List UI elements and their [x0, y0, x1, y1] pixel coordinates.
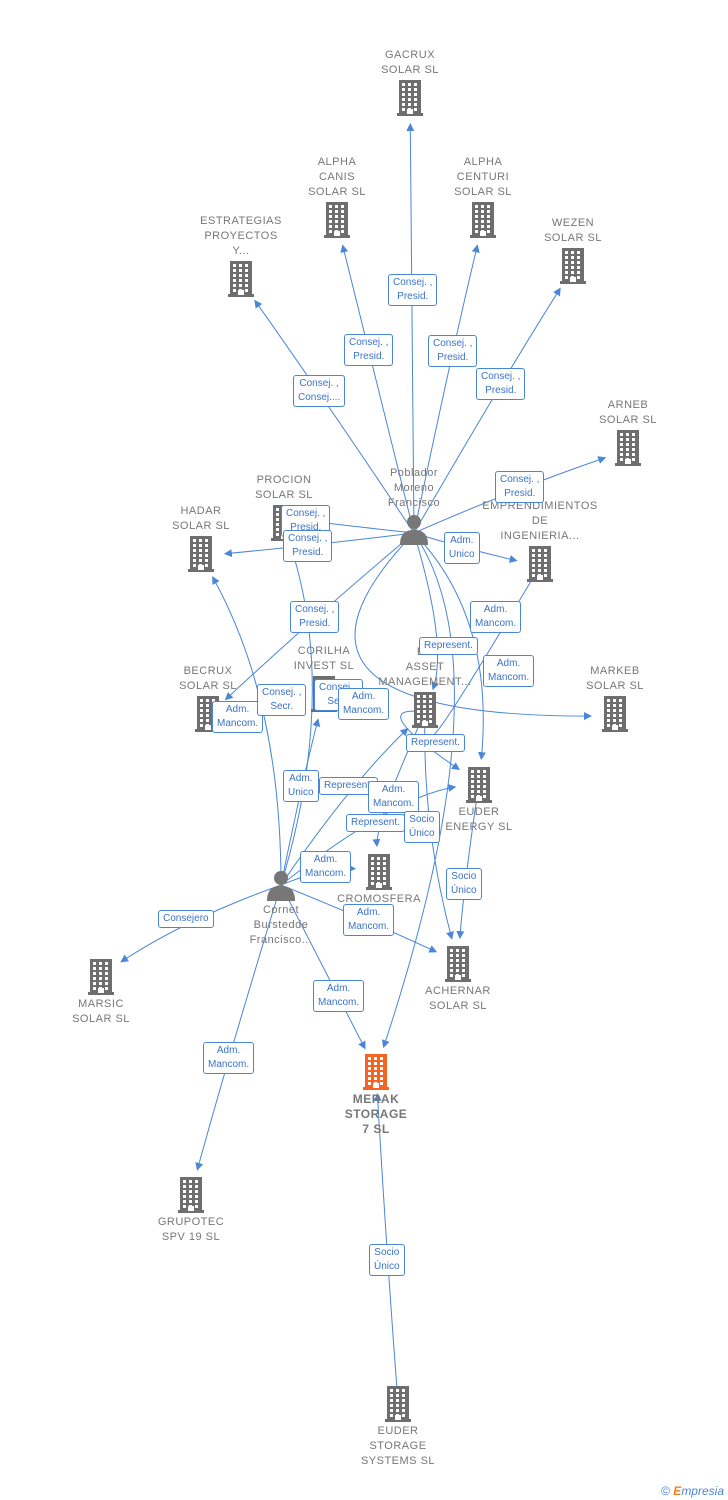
node-alphacenturi[interactable]: ALPHA CENTURI SOLAR SL: [413, 155, 553, 240]
edge-poblador-asset: [413, 532, 439, 691]
building-icon: [612, 430, 644, 466]
building-icon: [599, 696, 631, 732]
edge-label[interactable]: Consej. , Consej....: [293, 375, 346, 407]
edge-label[interactable]: Represent.: [419, 637, 478, 655]
node-euderstorage[interactable]: EUDER STORAGE SYSTEMS SL: [328, 1384, 468, 1469]
node-label: MARKEB SOLAR SL: [586, 665, 644, 692]
node-label: Poblador Moreno Francisco: [387, 467, 441, 509]
edge-label[interactable]: Consej. , Presid.: [495, 471, 545, 503]
node-label: ALPHA CENTURI SOLAR SL: [454, 156, 512, 198]
edge-label[interactable]: Adm. Unico: [283, 770, 319, 802]
edge-label[interactable]: Adm. Mancom.: [300, 851, 352, 883]
edge-label[interactable]: Adm. Mancom.: [483, 655, 535, 687]
node-label: EUDER STORAGE SYSTEMS SL: [360, 1425, 436, 1467]
building-icon: [463, 767, 495, 803]
node-merak[interactable]: MERAK STORAGE 7 SL: [306, 1052, 446, 1137]
node-label: HADAR SOLAR SL: [172, 505, 230, 532]
edge-label[interactable]: Socio Único: [446, 868, 482, 900]
node-label: ALPHA CANIS SOLAR SL: [308, 156, 366, 198]
edge-label[interactable]: Adm. Mancom.: [368, 781, 420, 813]
edge-poblador-markeb: [354, 532, 592, 721]
node-label: GRUPOTEC SPV 19 SL: [157, 1216, 225, 1243]
node-estrategias[interactable]: ESTRATEGIAS PROYECTOS Y...: [171, 214, 311, 299]
edge-poblador-alphacenturi: [413, 244, 480, 534]
building-icon: [409, 692, 441, 728]
building-icon: [225, 261, 257, 297]
building-icon: [524, 546, 556, 582]
building-icon: [321, 202, 353, 238]
node-label: PROCION SOLAR SL: [255, 474, 313, 501]
node-emprendimientos[interactable]: EMPRENDIMIENTOS DE INGENIERIA...: [470, 499, 610, 584]
node-marsic[interactable]: MARSIC SOLAR SL: [31, 957, 171, 1027]
node-markeb[interactable]: MARKEB SOLAR SL: [545, 664, 685, 734]
edge-label[interactable]: Consej. , Presid.: [388, 274, 438, 306]
node-label: MARSIC SOLAR SL: [72, 998, 130, 1025]
edge-label[interactable]: Consej. , Presid.: [344, 334, 394, 366]
edge-label[interactable]: Consej. , Presid.: [290, 601, 340, 633]
building-icon: [85, 959, 117, 995]
edge-asset-euderenergy: [400, 710, 460, 771]
node-label: WEZEN SOLAR SL: [544, 217, 602, 244]
edge-label[interactable]: Consejero: [158, 910, 214, 928]
edge-poblador-alphacanis: [340, 244, 415, 534]
edge-label[interactable]: Adm. Mancom.: [212, 701, 264, 733]
building-icon: [360, 1054, 392, 1090]
node-label: MERAK STORAGE 7 SL: [344, 1092, 408, 1136]
node-label: ARNEB SOLAR SL: [599, 399, 657, 426]
node-label: CORILHA INVEST SL: [293, 645, 355, 672]
edge-label[interactable]: Consej. , Presid.: [476, 368, 526, 400]
node-label: GACRUX SOLAR SL: [381, 49, 439, 76]
brand-footer: © Empresia: [661, 1484, 724, 1498]
node-asset[interactable]: EU ASSET MANAGEMENT...: [355, 645, 495, 730]
node-alphacanis[interactable]: ALPHA CANIS SOLAR SL: [267, 155, 407, 240]
edge-label[interactable]: Adm. Mancom.: [338, 688, 390, 720]
edge-label[interactable]: Represent.: [406, 734, 465, 752]
person-icon: [265, 869, 297, 901]
edge-label[interactable]: Represent.: [346, 814, 405, 832]
building-icon: [363, 854, 395, 890]
building-icon: [382, 1386, 414, 1422]
edge-label[interactable]: Socio Único: [369, 1244, 405, 1276]
building-icon: [442, 946, 474, 982]
node-arneb[interactable]: ARNEB SOLAR SL: [558, 398, 698, 468]
node-gacrux[interactable]: GACRUX SOLAR SL: [340, 48, 480, 118]
edge-label[interactable]: Adm. Mancom.: [313, 980, 365, 1012]
node-hadar[interactable]: HADAR SOLAR SL: [131, 504, 271, 574]
edge-poblador-merak: [381, 532, 455, 1049]
node-label: EMPRENDIMIENTOS DE INGENIERIA...: [482, 500, 598, 542]
node-label: Cornet Burstedde Francisco...: [249, 904, 313, 946]
node-euderenergy[interactable]: EUDER ENERGY SL: [409, 765, 549, 835]
edge-label[interactable]: Socio Único: [404, 811, 440, 843]
edge-label[interactable]: Adm. Mancom.: [470, 601, 522, 633]
node-achernar[interactable]: ACHERNAR SOLAR SL: [388, 944, 528, 1014]
edge-label[interactable]: Adm. Mancom.: [343, 904, 395, 936]
brand-logo-text: mpresia: [681, 1484, 724, 1498]
edge-label[interactable]: Consej. , Secr.: [257, 684, 307, 716]
edge-label[interactable]: Adm. Mancom.: [203, 1042, 255, 1074]
node-cornet[interactable]: Cornet Burstedde Francisco...: [211, 867, 351, 948]
node-label: EUDER ENERGY SL: [445, 806, 513, 833]
edge-poblador-gacrux: [406, 122, 415, 534]
edge-label[interactable]: Consej. , Presid.: [428, 335, 478, 367]
building-icon: [394, 80, 426, 116]
building-icon: [467, 202, 499, 238]
node-wezen[interactable]: WEZEN SOLAR SL: [503, 216, 643, 286]
edge-label[interactable]: Consej. , Presid.: [283, 530, 333, 562]
person-icon: [398, 513, 430, 545]
brand-logo-initial: E: [673, 1484, 682, 1498]
copyright-icon: ©: [661, 1484, 670, 1498]
node-grupotec[interactable]: GRUPOTEC SPV 19 SL: [121, 1175, 261, 1245]
node-label: ACHERNAR SOLAR SL: [425, 985, 491, 1012]
building-icon: [557, 248, 589, 284]
node-label: BECRUX SOLAR SL: [179, 665, 237, 692]
edge-label[interactable]: Adm. Unico: [444, 532, 480, 564]
building-icon: [175, 1177, 207, 1213]
edge-cornet-procion: [280, 546, 313, 886]
node-poblador[interactable]: Poblador Moreno Francisco: [344, 466, 484, 547]
node-label: ESTRATEGIAS PROYECTOS Y...: [200, 215, 282, 257]
building-icon: [185, 536, 217, 572]
edge-cornet-asset: [280, 727, 409, 886]
